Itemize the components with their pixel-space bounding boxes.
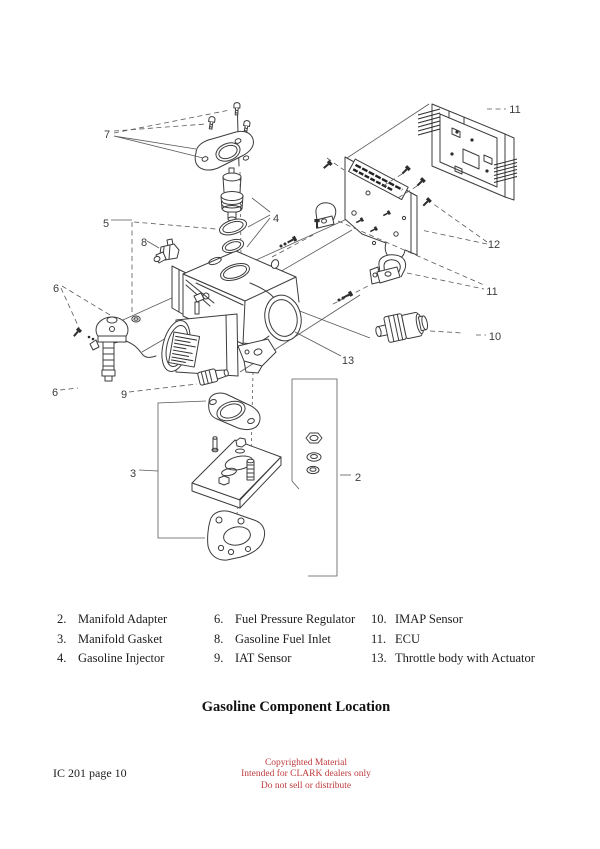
page-title: Gasoline Component Location <box>201 699 391 715</box>
iat-sensor <box>197 368 229 386</box>
legend-item: 4. Gasoline Injector <box>57 651 167 665</box>
lower-gasket <box>207 510 266 561</box>
legend-item-label: IMAP Sensor <box>395 612 463 626</box>
imap-sensor <box>375 311 429 343</box>
callout-6a: 6 <box>53 283 59 295</box>
ecu-mounting-bracket <box>322 156 488 260</box>
callout-11a: 11 <box>509 104 520 116</box>
bracket-label-sticker <box>348 158 409 201</box>
callout-leader-lines <box>111 109 271 314</box>
cable-clamp-small <box>315 202 337 229</box>
callout-3: 3 <box>130 468 136 480</box>
callout-numbers: 7 5 8 4 6 6 9 3 2 13 11 12 11 10 <box>52 104 521 484</box>
legend-item-label: Manifold Adapter <box>78 612 168 626</box>
callout-11b: 11 <box>486 286 497 298</box>
manifold-adapter-plate <box>191 436 282 509</box>
nut-washer-stack <box>305 432 323 475</box>
manifold-flange <box>194 130 254 171</box>
legend-item: 10. IMAP Sensor <box>371 612 535 626</box>
legend-item-number: 13. <box>371 651 387 665</box>
copyright-line-3: Do not sell or distribute <box>260 780 352 791</box>
actuator-label <box>168 331 201 368</box>
callout-4: 4 <box>273 213 279 225</box>
gasoline-injector <box>220 167 244 222</box>
fuel-pressure-regulator <box>59 285 157 391</box>
legend-item-label: Fuel Pressure Regulator <box>235 612 356 626</box>
legend-item-label: ECU <box>395 631 420 646</box>
actuator-motor <box>161 313 239 377</box>
callout-13: 13 <box>342 355 354 367</box>
exploded-parts-diagram: 7 5 8 4 6 6 9 3 2 13 11 12 11 10 <box>52 101 521 577</box>
callout-9: 9 <box>121 389 127 401</box>
mount-screws <box>271 219 369 305</box>
callout-8: 8 <box>141 237 147 249</box>
cable-clamp-large <box>369 254 407 285</box>
legend-column-1: 2. Manifold Adapter 3. Manifold Gasket 4… <box>57 612 167 671</box>
legend-item-label: Gasoline Injector <box>78 651 165 665</box>
copyright-line-2: Intended for CLARK dealers only <box>241 769 371 780</box>
legend-item: 6. Fuel Pressure Regulator <box>214 612 355 626</box>
ecu-module <box>417 103 518 201</box>
group-brackets <box>138 378 351 577</box>
legend-item-number: 6. <box>214 612 224 626</box>
legend-item-number: 2. <box>57 612 67 626</box>
injector-o-rings <box>219 218 247 254</box>
legend-item-number: 3. <box>57 631 67 646</box>
legend-item-number: 9. <box>214 651 224 665</box>
seal-o-ring-small <box>131 315 141 323</box>
fuel-inlet-fitting <box>146 238 180 264</box>
legend-item: 2. Manifold Adapter <box>57 612 167 626</box>
callout-5: 5 <box>103 218 109 230</box>
legend-item-number: 11. <box>371 631 387 646</box>
legend-item: 9. IAT Sensor <box>214 651 355 665</box>
legend-item: 3. Manifold Gasket <box>57 632 167 646</box>
throttle-body <box>161 250 302 377</box>
page-number-label: IC 201 page 10 <box>53 766 127 780</box>
legend-item-label: IAT Sensor <box>235 651 292 665</box>
ecu-right-connector <box>493 158 518 183</box>
legend-item-label: Manifold Gasket <box>78 631 163 646</box>
legend-item-number: 10. <box>371 612 387 626</box>
copyright-line-1: Copyrighted Material <box>264 758 348 768</box>
bracket-screws <box>322 157 432 208</box>
legend-item: 13. Throttle body with Actuator <box>371 651 535 665</box>
ecu-left-connector <box>417 108 441 136</box>
legend-item-number: 8. <box>214 631 224 646</box>
legend-item-label: Gasoline Fuel Inlet <box>235 631 331 646</box>
copyright-notice: Copyrighted Material Intended for CLARK … <box>181 758 431 792</box>
legend-column-3: 10. IMAP Sensor 11. ECU 13. Throttle bod… <box>371 612 535 671</box>
legend-column-2: 6. Fuel Pressure Regulator 8. Gasoline F… <box>214 612 355 671</box>
callout-10: 10 <box>489 331 501 343</box>
callout-6b: 6 <box>52 387 58 399</box>
callout-12: 12 <box>488 239 500 251</box>
legend-item: 11. ECU <box>371 632 535 646</box>
callout-2: 2 <box>355 472 361 484</box>
legend-item-label: Throttle body with Actuator <box>395 651 535 665</box>
legend-item-number: 4. <box>57 651 67 665</box>
callout-7: 7 <box>104 129 110 141</box>
upper-gasket <box>208 392 261 431</box>
legend-item: 8. Gasoline Fuel Inlet <box>214 632 355 646</box>
